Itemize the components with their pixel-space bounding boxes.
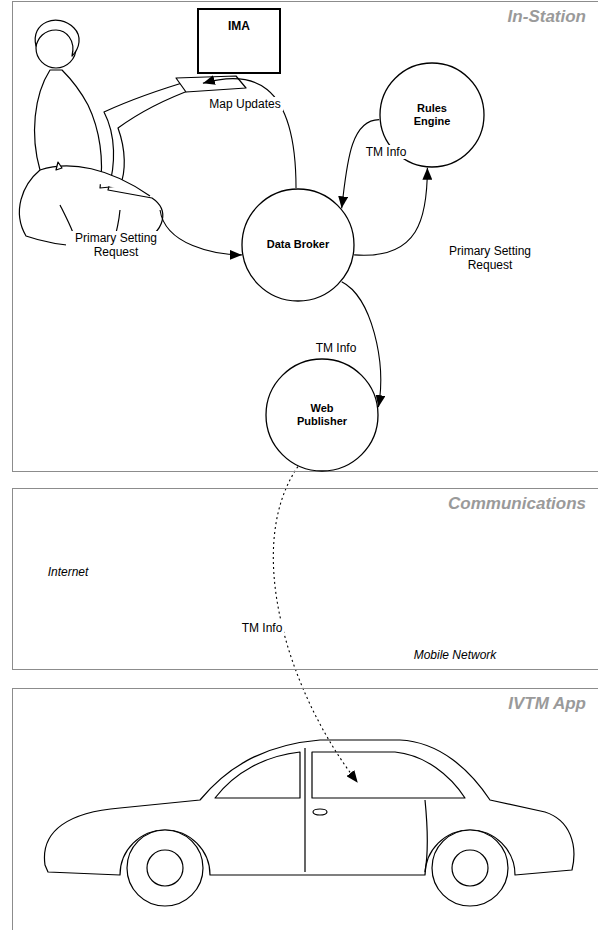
process-name: Data Broker [265,238,331,251]
operator-body [19,70,196,247]
operator-foot [56,162,62,170]
data-flow [160,210,242,255]
process-circle: Data Broker [241,188,355,302]
car-wheel [432,830,508,906]
monitor-screen: IMA [197,8,281,74]
flow-label: Primary Setting Request [440,244,540,273]
car-window [215,752,300,798]
process-circle: Web Publisher [265,358,379,472]
car-window [312,752,465,798]
band-heading: Communications [448,494,586,514]
band-heading: In-Station [508,7,586,27]
flow-label: TM Info [240,621,285,635]
process-name: Rules Engine [399,102,465,128]
screen-label: IMA [228,19,250,33]
process-name: Web Publisher [289,402,355,428]
data-flow [203,79,296,188]
car-door [305,748,427,872]
data-flow [273,467,357,783]
door-handle [313,809,327,815]
network-label: Mobile Network [412,648,499,662]
flow-label: TM Info [314,341,359,355]
car-hub [147,850,183,886]
flow-label: Map Updates [207,97,282,111]
data-flow [342,120,380,209]
car-wheel [127,830,203,906]
car-hub [452,850,488,886]
flow-label: TM Info [364,145,409,159]
band-heading: IVTM App [508,694,586,714]
band-region: Communications [12,488,598,670]
network-label: Internet [46,565,91,579]
operator-hair [35,20,79,56]
data-flow [354,168,427,256]
flow-label: Primary Setting Request [66,231,166,260]
band-region: IVTM App [12,688,598,930]
